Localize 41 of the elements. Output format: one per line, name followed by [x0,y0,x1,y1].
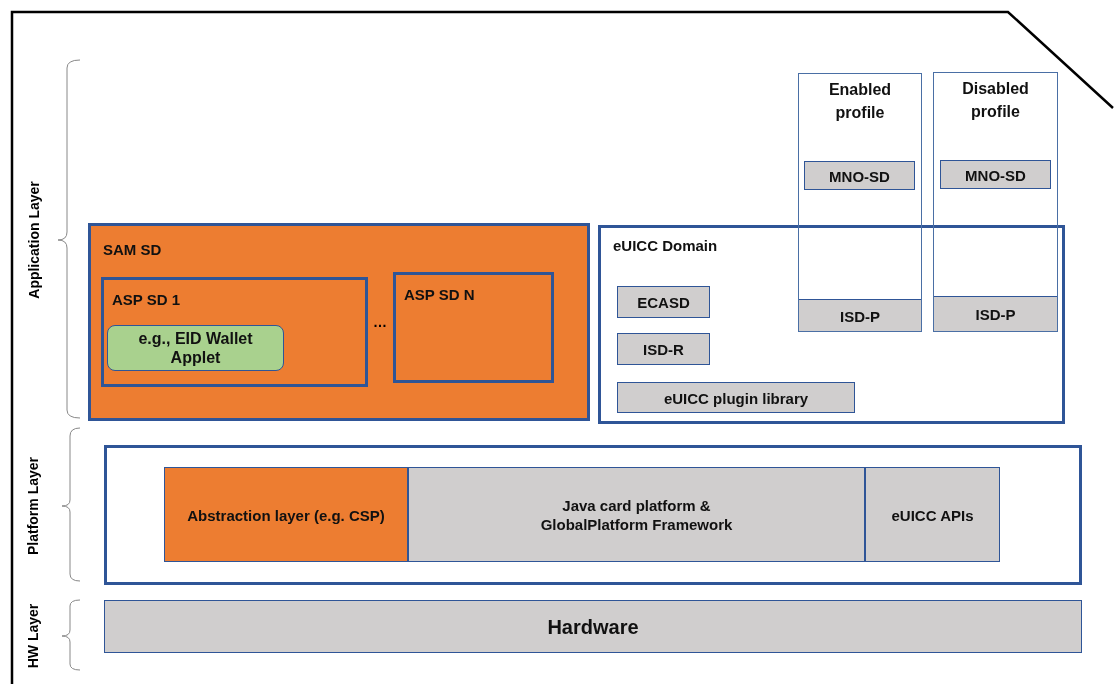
component-label: ECASD [636,292,691,312]
domain-heading: ASP SD N [404,285,475,304]
component-label: e.g., EID Wallet Applet [137,329,254,367]
profile-heading: Enabled profile [827,80,893,123]
component-box [617,382,855,413]
domain-heading: eUICC Domain [613,236,718,255]
profile-heading: Disabled profile [961,79,1030,122]
domain-heading: ASP SD 1 [112,290,181,309]
profile-box [933,72,1058,332]
component-label: ISD-P [974,304,1017,324]
component-box [940,160,1051,189]
domain-box [598,225,1065,424]
component-box [164,467,408,562]
layer-label: Platform Layer [25,457,41,555]
security-domain-box [393,272,554,383]
component-label: eUICC APIs [890,505,975,524]
component-box [865,467,1000,562]
security-domain-box [88,223,590,421]
component-label: eUICC plugin library [662,388,810,407]
component-box [798,299,922,332]
security-domain-box [101,277,368,387]
component-label: Java card platform & GlobalPlatform Framework [539,495,734,534]
component-box [617,333,710,365]
ellipsis-text: … [373,314,387,330]
component-box [617,286,710,318]
component-label: Hardware [546,614,640,639]
profile-box [798,73,922,332]
layer-label: Application Layer [25,181,42,299]
component-label: ISD-P [839,306,881,325]
domain-heading: SAM SD [103,240,162,259]
platform-layer-box [104,445,1082,585]
layer-label: HW Layer [24,603,41,669]
hardware-box [104,600,1082,653]
component-box [933,296,1058,332]
component-box [804,161,915,190]
component-label: ISD-R [642,339,685,359]
component-label: MNO-SD [828,166,891,185]
applet-box [107,325,284,371]
component-label: MNO-SD [964,165,1027,184]
component-label: Abstraction layer (e.g. CSP) [186,505,386,524]
component-box [408,467,865,562]
